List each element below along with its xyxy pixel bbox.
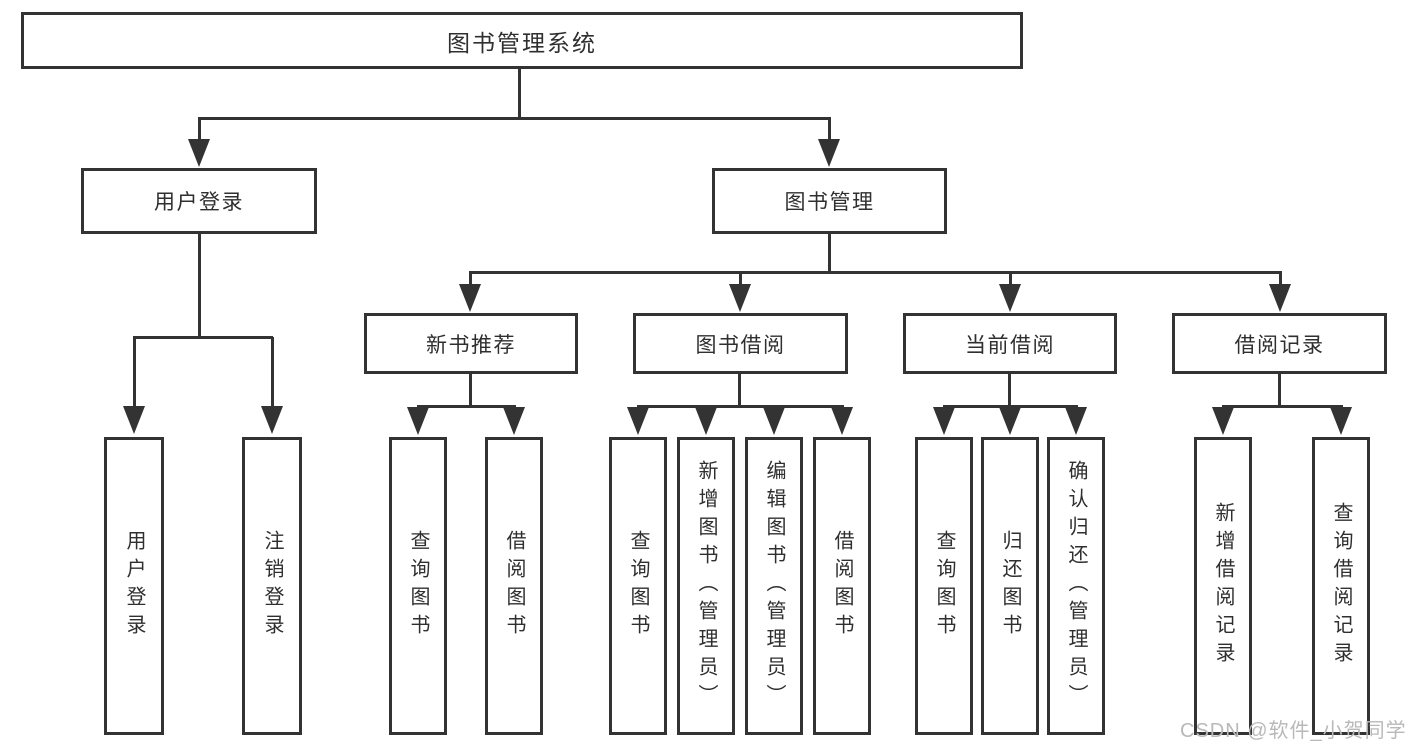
leaf-borrow-books-1: 借阅图书 [485, 437, 543, 735]
leaf-query-borrow-record: 查询借阅记录 [1312, 437, 1370, 735]
connector-line [1278, 374, 1281, 408]
leaf-label: 确认归还（管理员） [1065, 460, 1087, 712]
connector-line [133, 337, 136, 408]
connector-line [469, 271, 1282, 274]
arrowhead-down-icon [1330, 407, 1352, 435]
node-book-management: 图书管理 [712, 168, 947, 234]
arrowhead-down-icon [503, 407, 525, 435]
arrowhead-down-icon [627, 407, 649, 435]
leaf-label: 查询图书 [933, 530, 955, 642]
leaf-label: 借阅图书 [503, 530, 525, 642]
arrowhead-down-icon [999, 407, 1021, 435]
leaf-label: 查询图书 [627, 530, 649, 642]
node-book-borrow: 图书借阅 [633, 313, 848, 374]
leaf-query-books-3: 查询图书 [915, 437, 973, 735]
connector-line [828, 234, 831, 274]
connector-line [1008, 374, 1011, 408]
leaf-label: 借阅图书 [831, 530, 853, 642]
leaf-confirm-return-admin: 确认归还（管理员） [1047, 437, 1105, 735]
leaf-label: 新增图书（管理员） [695, 460, 717, 712]
leaf-label: 查询借阅记录 [1330, 502, 1352, 670]
arrowhead-down-icon [933, 407, 955, 435]
connector-line [271, 337, 274, 408]
node-root-label: 图书管理系统 [447, 29, 597, 56]
connector-line [469, 272, 472, 287]
arrowhead-down-icon [1065, 407, 1087, 435]
connector-line [198, 118, 201, 142]
connector-line [133, 336, 273, 339]
leaf-label: 归还图书 [999, 530, 1021, 642]
leaf-add-books-admin: 新增图书（管理员） [677, 437, 735, 735]
connector-line [198, 234, 201, 338]
connector-line [417, 405, 516, 408]
leaf-label: 新增借阅记录 [1212, 502, 1234, 670]
arrowhead-down-icon [763, 407, 785, 435]
watermark-text: CSDN @软件_小贺同学 [1180, 720, 1405, 742]
node-root: 图书管理系统 [21, 12, 1023, 69]
node-label: 当前借阅 [965, 333, 1055, 357]
node-label: 图书管理 [784, 191, 875, 214]
arrowhead-down-icon [123, 406, 145, 434]
connector-line [1222, 405, 1343, 408]
leaf-logout: 注销登录 [242, 437, 302, 735]
connector-line [198, 117, 831, 120]
connector-line [738, 374, 741, 408]
node-current-borrow: 当前借阅 [903, 313, 1117, 374]
node-user-login-branch: 用户登录 [81, 168, 317, 234]
connector-line [518, 68, 521, 120]
arrowhead-down-icon [831, 407, 853, 435]
leaf-add-borrow-record: 新增借阅记录 [1194, 437, 1252, 735]
arrowhead-down-icon [729, 284, 751, 312]
arrowhead-down-icon [188, 139, 210, 167]
arrowhead-down-icon [407, 407, 429, 435]
leaf-edit-books-admin: 编辑图书（管理员） [745, 437, 803, 735]
connector-line [1279, 272, 1282, 287]
node-borrow-records: 借阅记录 [1172, 313, 1387, 374]
connector-line [739, 272, 742, 287]
node-new-book-recommend: 新书推荐 [364, 313, 578, 374]
leaf-label: 编辑图书（管理员） [763, 460, 785, 712]
arrowhead-down-icon [818, 139, 840, 167]
arrowhead-down-icon [1212, 407, 1234, 435]
leaf-query-books-2: 查询图书 [609, 437, 667, 735]
arrowhead-down-icon [999, 284, 1021, 312]
connector-line [469, 374, 472, 408]
leaf-return-books: 归还图书 [981, 437, 1039, 735]
connector-line [943, 405, 1078, 408]
leaf-label: 用户登录 [123, 530, 145, 642]
leaf-query-books-1: 查询图书 [389, 437, 447, 735]
node-label: 新书推荐 [426, 333, 516, 357]
leaf-user-login: 用户登录 [104, 437, 164, 735]
leaf-label: 查询图书 [407, 530, 429, 642]
arrowhead-down-icon [261, 406, 283, 434]
connector-line [637, 405, 844, 408]
arrowhead-down-icon [695, 407, 717, 435]
arrowhead-down-icon [1269, 284, 1291, 312]
node-label: 借阅记录 [1234, 333, 1325, 357]
node-label: 图书借阅 [695, 333, 786, 357]
leaf-label: 注销登录 [261, 530, 283, 642]
connector-line [1009, 272, 1012, 287]
node-label: 用户登录 [154, 191, 244, 214]
arrowhead-down-icon [459, 284, 481, 312]
connector-line [828, 118, 831, 142]
leaf-borrow-books-2: 借阅图书 [813, 437, 871, 735]
